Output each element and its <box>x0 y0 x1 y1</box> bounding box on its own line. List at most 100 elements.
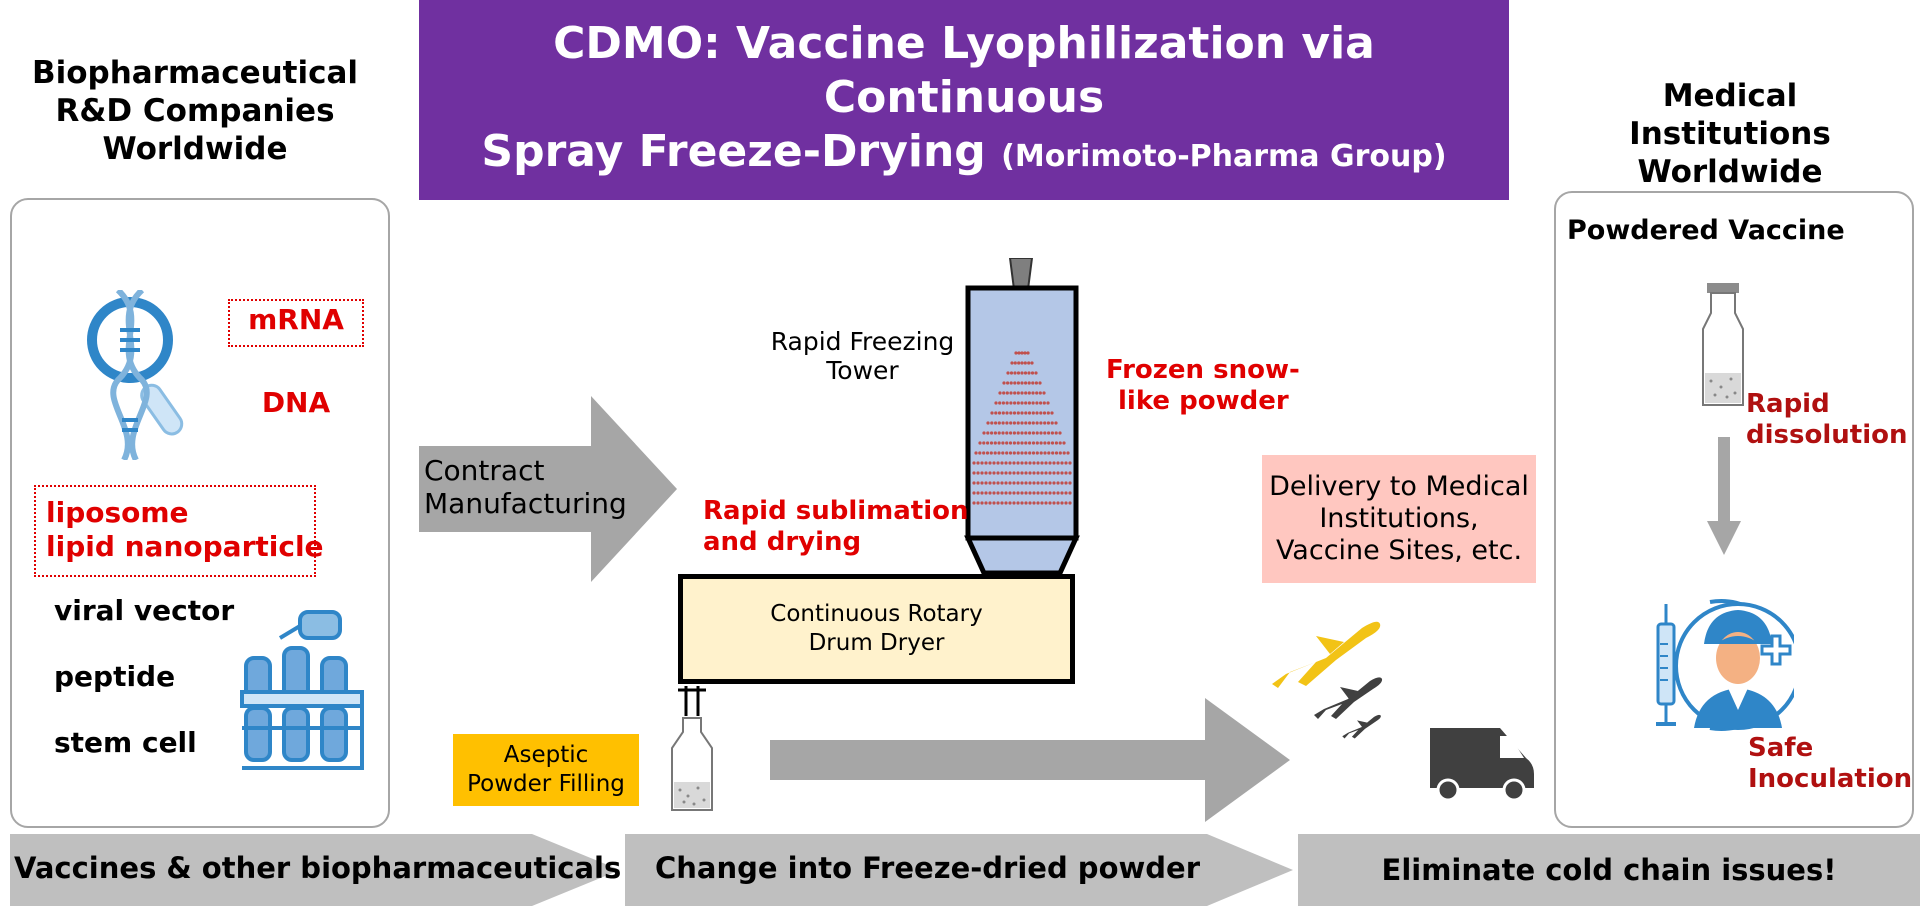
powder-dot <box>1032 491 1036 495</box>
powder-dot <box>1024 471 1028 475</box>
powder-dot <box>1035 451 1039 455</box>
powder-dot <box>1043 451 1047 455</box>
powder-dot <box>1052 501 1056 505</box>
powder-dot <box>1052 461 1056 465</box>
powder-dot <box>1068 481 1072 485</box>
powder-dot <box>996 491 1000 495</box>
powder-dot <box>976 481 980 485</box>
powder-dot <box>1039 421 1043 425</box>
delivery-box: Delivery to Medical Institutions, Vaccin… <box>1262 455 1536 583</box>
powder-dot <box>1068 501 1072 505</box>
sublimation-line: Rapid sublimation <box>703 496 969 526</box>
powder-dot <box>1009 431 1013 435</box>
sublimation-label: Rapid sublimation and drying <box>703 496 969 558</box>
powder-dot <box>1000 501 1004 505</box>
powder-dot <box>1032 481 1036 485</box>
powder-dot <box>996 471 1000 475</box>
safe-line: Inoculation <box>1748 764 1913 794</box>
powder-dot <box>1036 491 1040 495</box>
powder-dot <box>978 441 982 445</box>
powder-dot <box>1024 431 1028 435</box>
mrna-box <box>228 299 364 347</box>
powder-dot <box>1005 411 1009 415</box>
powder-dot <box>1027 391 1031 395</box>
powder-dot <box>1020 471 1024 475</box>
powder-dot <box>1036 481 1040 485</box>
powder-dot <box>1016 431 1020 435</box>
frozen-line: Frozen snow- <box>1106 355 1300 385</box>
right-header-line: Worldwide <box>1637 154 1823 190</box>
powder-dot <box>1046 421 1050 425</box>
powder-dot <box>1031 411 1035 415</box>
powder-dot <box>1001 441 1005 445</box>
powder-dot <box>989 451 993 455</box>
powder-dot <box>1031 381 1035 385</box>
mrna-label: mRNA <box>248 303 344 336</box>
powder-dot <box>988 461 992 465</box>
powder-dot <box>993 451 997 455</box>
powder-dot <box>988 491 992 495</box>
powder-dot <box>1008 501 1012 505</box>
powder-dot <box>1031 431 1035 435</box>
powder-dot <box>1028 461 1032 465</box>
delivery-line: Institutions, <box>1319 503 1479 534</box>
powder-dot <box>1030 361 1034 365</box>
liposome-label: liposome <box>46 496 189 529</box>
powder-dot <box>1039 411 1043 415</box>
powder-dot <box>990 421 994 425</box>
powder-dot <box>1027 401 1031 405</box>
title-main: Spray Freeze-Drying <box>481 125 986 177</box>
powder-dot <box>1068 461 1072 465</box>
powder-dot <box>980 491 984 495</box>
powder-dot <box>986 431 990 435</box>
powder-dot <box>1016 491 1020 495</box>
powder-dot <box>1031 451 1036 455</box>
powder-dot <box>1013 371 1017 375</box>
powder-dot <box>982 451 986 455</box>
powder-dot <box>1004 471 1008 475</box>
drum-dryer: Continuous Rotary Drum Dryer <box>678 574 1075 684</box>
powder-dot <box>1064 471 1068 475</box>
powder-dot <box>984 501 988 505</box>
powder-dot <box>1014 351 1018 355</box>
powder-dot <box>972 471 976 475</box>
lipid-box <box>34 485 316 577</box>
powder-dot <box>1036 501 1040 505</box>
powder-dot <box>1016 461 1020 465</box>
powder-dot <box>972 481 976 485</box>
powder-dot <box>980 501 984 505</box>
powder-dot <box>993 431 997 435</box>
freezing-tower <box>964 258 1080 576</box>
powder-dot <box>1066 451 1070 455</box>
powder-dot <box>1056 481 1060 485</box>
stem-cell-label: stem cell <box>54 726 197 759</box>
powder-dot <box>976 471 980 475</box>
powder-dot <box>1039 451 1043 455</box>
powder-dot <box>1027 371 1031 375</box>
title-line-1: CDMO: Vaccine Lyophilization via Continu… <box>553 17 1375 123</box>
powder-dot <box>1020 421 1024 425</box>
powder-dot <box>1042 411 1047 415</box>
bottom-steps <box>10 834 1920 906</box>
truck-icon <box>1430 728 1534 802</box>
powder-dot <box>1012 481 1016 485</box>
powder-dot <box>1056 471 1060 475</box>
powder-dot <box>1005 391 1009 395</box>
powder-dot <box>1038 391 1042 395</box>
rapid-line: Rapid <box>1746 389 1830 419</box>
powder-dot <box>997 421 1001 425</box>
powder-dot <box>997 451 1001 455</box>
powder-dot <box>1060 471 1064 475</box>
powder-dot <box>1008 491 1012 495</box>
powder-dot <box>984 471 988 475</box>
left-header-line: Worldwide <box>102 131 288 167</box>
powder-dot <box>1064 491 1068 495</box>
powder-dot <box>1046 411 1050 415</box>
step-1-label: Vaccines & other biopharmaceuticals <box>14 851 622 885</box>
powder-dot <box>1009 421 1013 425</box>
powder-dot <box>1052 471 1056 475</box>
powder-dot <box>992 471 996 475</box>
powder-dot <box>1000 481 1004 485</box>
powder-dot <box>1051 451 1055 455</box>
powder-dot <box>1008 451 1013 455</box>
